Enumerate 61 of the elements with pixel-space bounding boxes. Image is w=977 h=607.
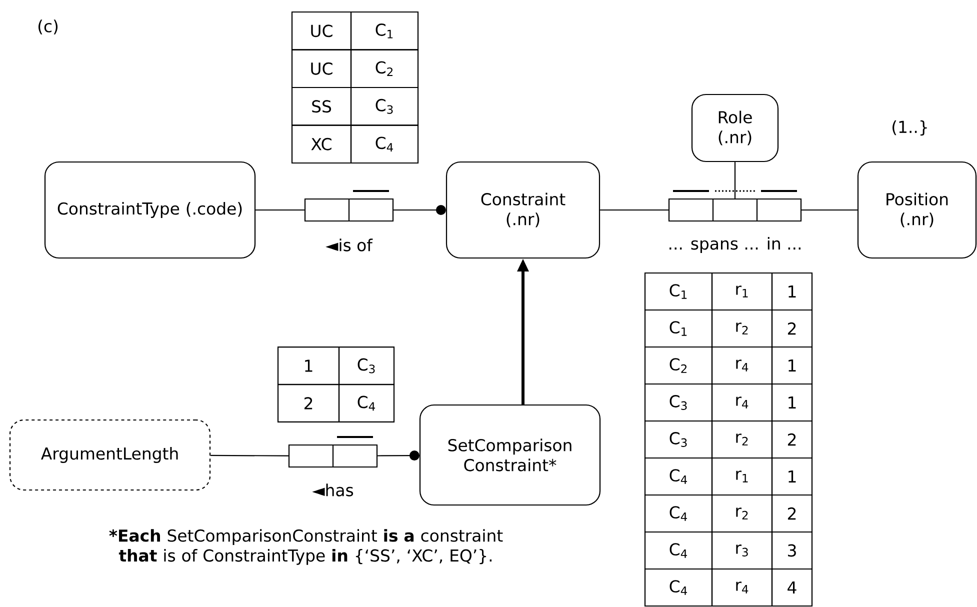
table-cell: C$_{4}$ xyxy=(644,457,713,496)
connector-line xyxy=(210,454,288,456)
table-cell: C$_{2}$ xyxy=(350,49,419,88)
table-cell: r$_{4}$ xyxy=(711,568,773,607)
table-cell: 2 xyxy=(771,420,813,459)
table-cell: 3 xyxy=(771,531,813,570)
table-cell: C$_{1}$ xyxy=(644,309,713,348)
table-cell: r$_{1}$ xyxy=(711,272,773,311)
entity-box: ConstraintType (.code) xyxy=(44,161,256,259)
entity-box: ArgumentLength xyxy=(9,419,211,491)
entity-box: Position (.nr) xyxy=(857,161,977,259)
predicate-box xyxy=(288,444,378,468)
predicate-reading: ... spans ... in ... xyxy=(670,237,800,253)
entity-box: SetComparison Constraint* xyxy=(419,404,601,506)
table-cell: r$_{3}$ xyxy=(711,531,773,570)
predicate-box xyxy=(304,198,394,222)
table-cell: 2 xyxy=(277,384,340,422)
cardinality-label: (1..} xyxy=(892,120,927,136)
connector-line xyxy=(394,205,446,215)
table-cell: SS xyxy=(291,86,352,126)
table-cell: r$_{2}$ xyxy=(711,420,773,459)
table-cell: C$_{1}$ xyxy=(644,272,713,311)
table-cell: r$_{4}$ xyxy=(711,383,773,422)
table-cell: C$_{4}$ xyxy=(644,568,713,607)
table-cell: 1 xyxy=(277,346,340,386)
footnote: *Each SetComparisonConstraint is a constraint that is of ConstraintType in {‘SS’, ‘XC’, EQ’}. xyxy=(109,529,503,565)
table-cell: 2 xyxy=(771,494,813,533)
table-cell: 1 xyxy=(771,346,813,385)
table-cell: 1 xyxy=(771,272,813,311)
table-cell: UC xyxy=(291,11,352,50)
table-cell: r$_{2}$ xyxy=(711,494,773,533)
entity-box: Constraint (.nr) xyxy=(446,161,600,259)
table-cell: C$_{4}$ xyxy=(350,124,419,164)
panel-label: (c) xyxy=(38,20,58,34)
table-cell: C$_{3}$ xyxy=(350,86,419,126)
table-cell: r$_{2}$ xyxy=(711,309,773,348)
table-cell: C$_{2}$ xyxy=(644,346,713,385)
table-cell: r$_{1}$ xyxy=(711,457,773,496)
connector-line xyxy=(600,209,668,211)
predicate-reading: ◄is of xyxy=(326,238,373,252)
table-cell: C$_{3}$ xyxy=(338,346,395,386)
table-cell: C$_{3}$ xyxy=(644,420,713,459)
connector-line xyxy=(734,162,736,198)
table-cell: 1 xyxy=(771,383,813,422)
table-cell: C$_{1}$ xyxy=(350,11,419,50)
connector-line xyxy=(378,450,420,461)
table-cell: UC xyxy=(291,49,352,88)
connector-line xyxy=(256,209,304,211)
table-cell: 1 xyxy=(771,457,813,496)
table-cell: C$_{4}$ xyxy=(644,494,713,533)
entity-box: Role (.nr) xyxy=(691,94,779,162)
predicate-reading: ◄has xyxy=(312,484,354,496)
predicate-box xyxy=(668,198,802,222)
table-cell: 4 xyxy=(771,568,813,607)
connector-line xyxy=(802,209,858,211)
table-cell: C$_{4}$ xyxy=(338,384,395,422)
table-cell: XC xyxy=(291,124,352,164)
table-cell: 2 xyxy=(771,309,813,348)
table-cell: C$_{4}$ xyxy=(644,531,713,570)
table-cell: C$_{3}$ xyxy=(644,383,713,422)
table-cell: r$_{4}$ xyxy=(711,346,773,385)
